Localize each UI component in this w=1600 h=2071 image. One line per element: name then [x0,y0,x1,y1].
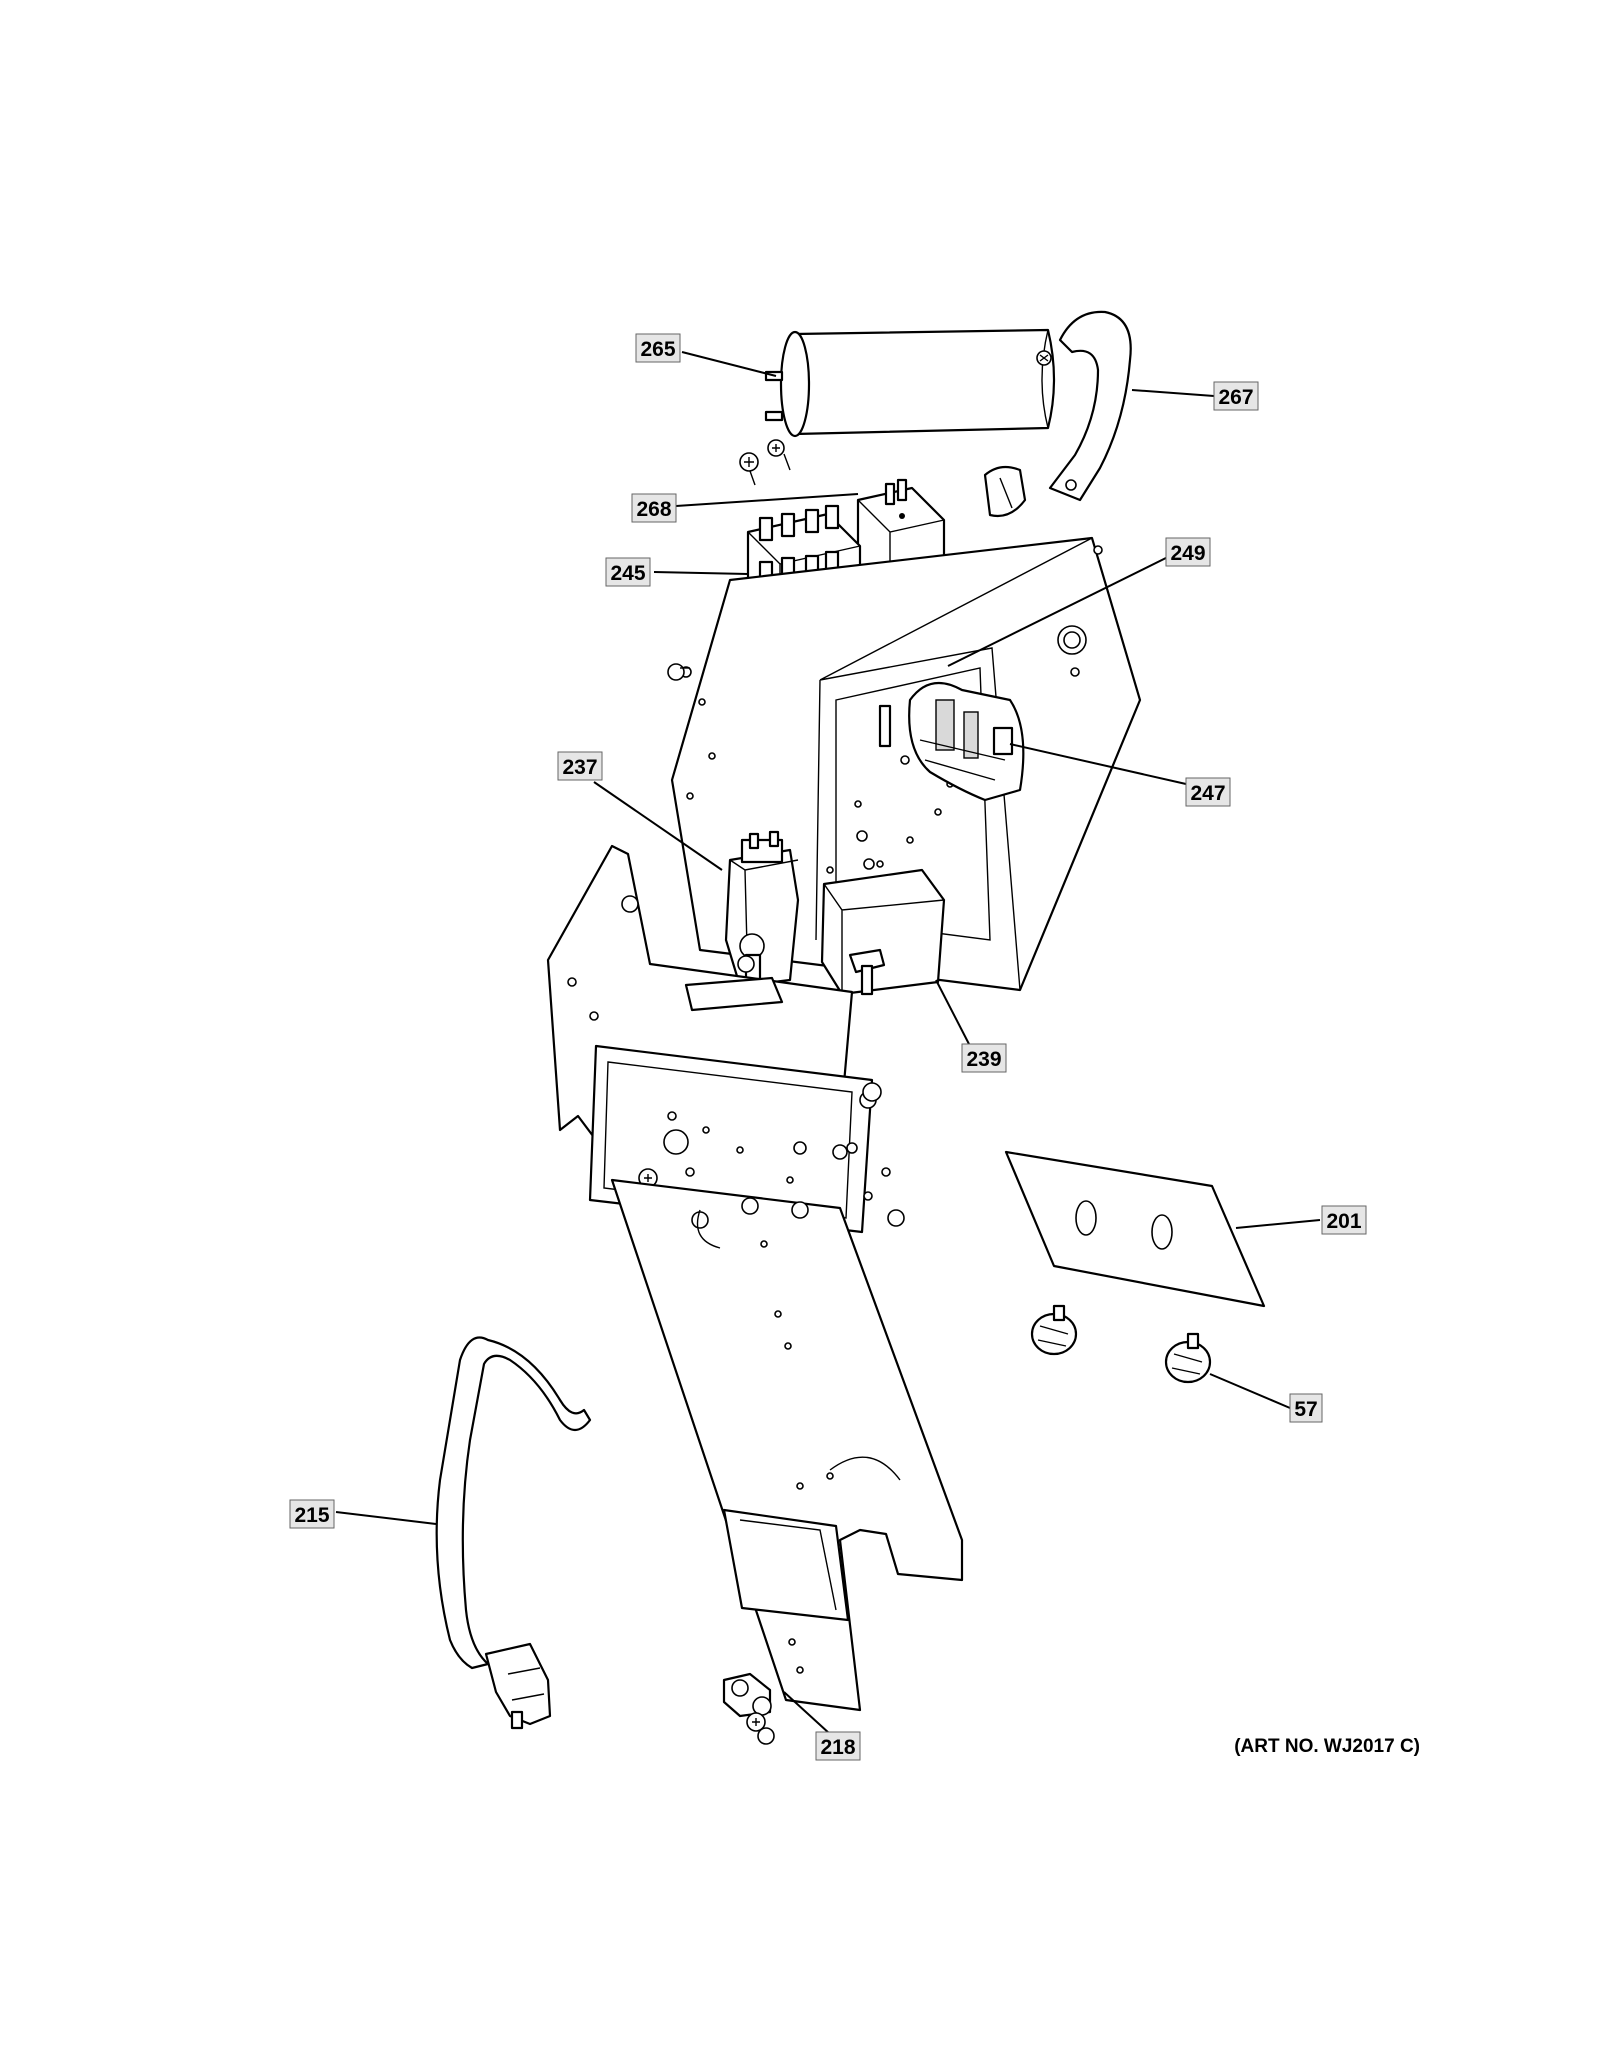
callout-215: 215 [289,1499,335,1529]
art-number: (ART NO. WJ2017 C) [1234,1736,1420,1757]
capacitor-part-265 [739,328,1056,486]
callout-label: 239 [966,1048,1001,1071]
callout-245: 245 [605,557,651,587]
callout-label: 247 [1190,782,1225,805]
callout-label: 201 [1326,1210,1361,1233]
callout-218: 218 [815,1731,861,1761]
clamp-part-218 [722,1672,775,1745]
callout-label: 215 [294,1504,329,1527]
callout-249: 249 [1165,537,1211,567]
callout-268: 268 [631,493,677,523]
power-cord-part-215 [435,1336,592,1730]
gasket-part-201 [1004,1150,1266,1308]
lower-panel [610,1178,964,1712]
callout-57: 57 [1289,1393,1323,1423]
callout-label: 249 [1170,542,1205,565]
knob-part-57 [1030,1304,1212,1384]
callout-label: 267 [1218,386,1253,409]
callout-label: 245 [610,562,645,585]
callout-label: 237 [562,756,597,779]
callout-239: 239 [961,1043,1007,1073]
thermostat-part-237 [724,830,800,988]
callout-label: 268 [636,498,671,521]
leader-lines [335,351,1321,1735]
callout-label: 265 [640,338,675,361]
callout-201: 201 [1321,1205,1367,1235]
callout-label: 218 [820,1736,855,1759]
capacitor-bracket-part-267 [983,310,1132,518]
callout-247: 247 [1185,777,1231,807]
callout-267: 267 [1213,381,1259,411]
switch-part-247-249 [908,681,1025,802]
callout-label: 57 [1294,1398,1317,1421]
callout-265: 265 [635,333,681,363]
callout-237: 237 [557,751,603,781]
mounting-bracket [546,844,891,1234]
